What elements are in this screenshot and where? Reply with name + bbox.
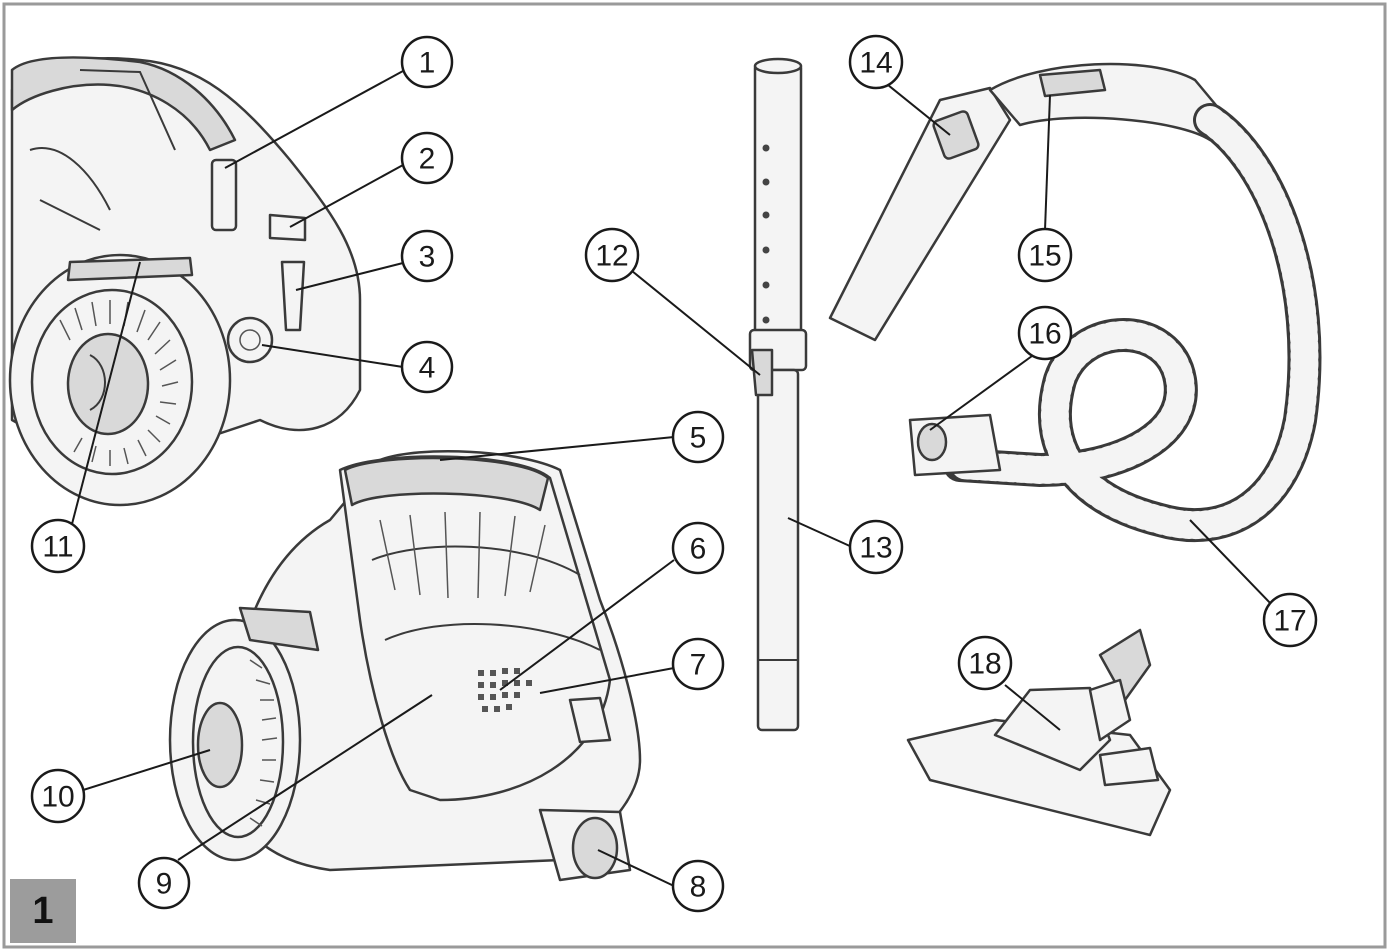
callout-13: 13: [848, 519, 904, 575]
svg-text:11: 11: [42, 531, 73, 564]
svg-text:3: 3: [419, 241, 436, 274]
svg-text:2: 2: [419, 143, 436, 176]
callout-16: 16: [1017, 305, 1073, 361]
callout-12: 12: [584, 227, 640, 283]
callout-3: 3: [400, 229, 454, 283]
callout-11: 11: [30, 518, 86, 574]
svg-text:15: 15: [1028, 240, 1061, 273]
callout-1: 1: [400, 35, 454, 89]
callout-18: 18: [957, 635, 1013, 691]
callout-14: 14: [848, 34, 904, 90]
callout-6: 6: [671, 521, 725, 575]
vacuum-front-view-icon: [168, 450, 642, 882]
svg-text:8: 8: [690, 871, 707, 904]
callout-8: 8: [671, 859, 725, 913]
svg-text:17: 17: [1273, 605, 1306, 638]
svg-text:7: 7: [690, 649, 707, 682]
svg-text:16: 16: [1028, 318, 1061, 351]
callout-15: 15: [1017, 227, 1073, 283]
svg-text:10: 10: [41, 781, 74, 814]
callout-17: 17: [1262, 592, 1318, 648]
callout-5: 5: [671, 410, 725, 464]
telescopic-tube-icon: [748, 57, 808, 732]
svg-text:14: 14: [859, 47, 892, 80]
callout-9: 9: [137, 856, 191, 910]
suction-hose-icon: [828, 62, 1322, 542]
svg-text:1: 1: [419, 47, 436, 80]
svg-text:9: 9: [156, 868, 173, 901]
callout-10: 10: [30, 768, 86, 824]
svg-text:12: 12: [595, 240, 628, 273]
figure-number-badge: 1: [10, 879, 76, 943]
vacuum-rear-view-icon: [8, 56, 362, 507]
svg-text:5: 5: [690, 422, 707, 455]
floor-nozzle-icon: [906, 628, 1172, 837]
callout-7: 7: [671, 637, 725, 691]
svg-text:4: 4: [419, 352, 436, 385]
callout-4: 4: [400, 340, 454, 394]
callout-2: 2: [400, 131, 454, 185]
figure-number: 1: [32, 890, 54, 932]
svg-text:18: 18: [968, 648, 1001, 681]
svg-text:6: 6: [690, 533, 707, 566]
leader-lines: [71, 70, 1273, 887]
svg-text:13: 13: [859, 532, 892, 565]
